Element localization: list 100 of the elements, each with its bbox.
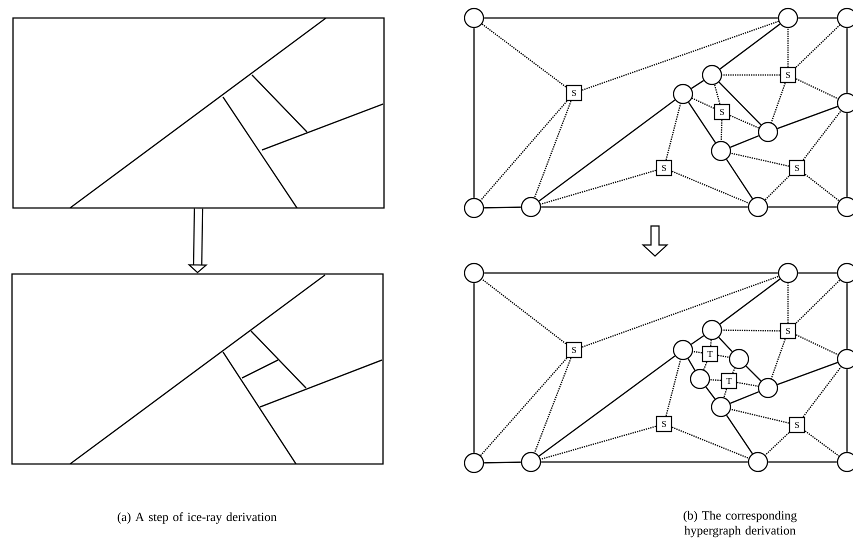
connector-line xyxy=(726,415,753,454)
connector-line xyxy=(534,358,572,453)
connector-line xyxy=(703,362,708,370)
hyperedge-box: S xyxy=(566,84,582,102)
hyperedge-box: S xyxy=(656,160,672,176)
connector-line xyxy=(482,24,566,88)
ice-ray-drawing xyxy=(11,273,384,465)
vertex-circle xyxy=(702,320,722,340)
hyperedge-box: T xyxy=(702,346,718,362)
connector-line xyxy=(710,340,712,346)
connector-line xyxy=(690,335,704,345)
connector-line xyxy=(538,100,676,202)
connector-line xyxy=(718,354,730,358)
connector-line xyxy=(768,461,837,463)
connector-line xyxy=(484,462,521,464)
connector-line xyxy=(692,350,702,354)
hyperedge-box: S xyxy=(656,416,672,432)
hyperedge-box: S xyxy=(780,322,796,340)
vertex-circle xyxy=(702,64,722,86)
connector-line xyxy=(665,104,682,160)
hyperedge-box: S xyxy=(714,104,730,120)
connector-line xyxy=(764,176,790,200)
connector-line xyxy=(691,80,704,90)
vertex-circle xyxy=(710,140,732,162)
caption: (b) The corresponding hypergraph derivation xyxy=(684,510,797,538)
hyperedge-box: S xyxy=(566,342,582,358)
connector-line xyxy=(777,362,838,386)
connector-line xyxy=(672,426,749,459)
hyperedge-box: S xyxy=(788,160,806,176)
connector-line xyxy=(730,135,759,148)
connector-line xyxy=(798,17,837,19)
connector-line xyxy=(541,206,748,208)
vertex-circle xyxy=(464,198,484,218)
connector-line xyxy=(480,358,568,456)
connector-line xyxy=(718,82,762,126)
connector-line xyxy=(787,283,789,323)
hyperedge-box: S xyxy=(780,66,796,84)
caption: (a) A step of ice-ray derivation xyxy=(118,512,277,524)
connector-line xyxy=(787,28,789,67)
connector-line xyxy=(534,100,572,198)
connector-line xyxy=(796,78,838,100)
connector-line xyxy=(730,152,790,167)
vertex-circle xyxy=(748,452,768,472)
vertex-circle xyxy=(758,122,778,142)
connector-line xyxy=(770,82,786,123)
connector-line xyxy=(723,388,728,398)
connector-line xyxy=(802,366,842,418)
vertex-circle xyxy=(758,378,778,398)
vertex-circle xyxy=(690,368,710,390)
connector-line xyxy=(473,28,475,198)
connector-line xyxy=(730,408,790,424)
connector-line xyxy=(706,386,716,400)
vertex-circle xyxy=(464,262,484,284)
connector-line xyxy=(484,17,778,19)
connector-line xyxy=(764,432,790,456)
connector-line xyxy=(722,330,780,332)
connector-line xyxy=(720,24,780,70)
connector-line xyxy=(480,100,568,201)
vertex-circle xyxy=(728,348,750,370)
connector-line xyxy=(804,430,840,457)
connector-line xyxy=(730,114,759,129)
connector-line xyxy=(746,366,762,382)
ice-ray-drawing xyxy=(12,17,385,209)
connector-line xyxy=(582,276,779,348)
vertex-circle xyxy=(748,196,768,218)
connector-line xyxy=(796,334,838,356)
connector-line xyxy=(796,24,840,68)
connector-line xyxy=(846,113,848,197)
connector-line xyxy=(484,272,778,274)
connector-line xyxy=(768,206,837,208)
vertex-circle xyxy=(710,396,732,418)
connector-line xyxy=(541,461,748,463)
connector-line xyxy=(802,110,842,160)
connector-line xyxy=(730,391,759,404)
connector-line xyxy=(473,283,475,453)
connector-line xyxy=(796,280,840,324)
connector-line xyxy=(846,283,848,349)
connector-line xyxy=(714,84,720,104)
connector-line xyxy=(846,28,848,93)
connector-line xyxy=(718,336,733,352)
vertex-circle xyxy=(778,262,798,284)
connector-line xyxy=(720,278,780,324)
connector-line xyxy=(484,206,521,208)
hyperedge-box: T xyxy=(720,372,738,390)
connector-line xyxy=(540,426,656,460)
connector-line xyxy=(582,20,779,91)
vertex-circle xyxy=(520,452,542,472)
connector-line xyxy=(804,174,840,202)
connector-line xyxy=(688,102,716,143)
connector-line xyxy=(710,379,721,382)
connector-line xyxy=(798,272,837,274)
connector-line xyxy=(538,355,676,457)
hyperedge-box: S xyxy=(788,416,806,434)
vertex-circle xyxy=(464,452,484,474)
vertex-circle xyxy=(672,340,694,360)
vertex-circle xyxy=(464,8,484,28)
connector-line xyxy=(688,358,696,371)
connector-line xyxy=(720,120,722,141)
connector-line xyxy=(672,170,749,204)
connector-line xyxy=(692,98,714,109)
